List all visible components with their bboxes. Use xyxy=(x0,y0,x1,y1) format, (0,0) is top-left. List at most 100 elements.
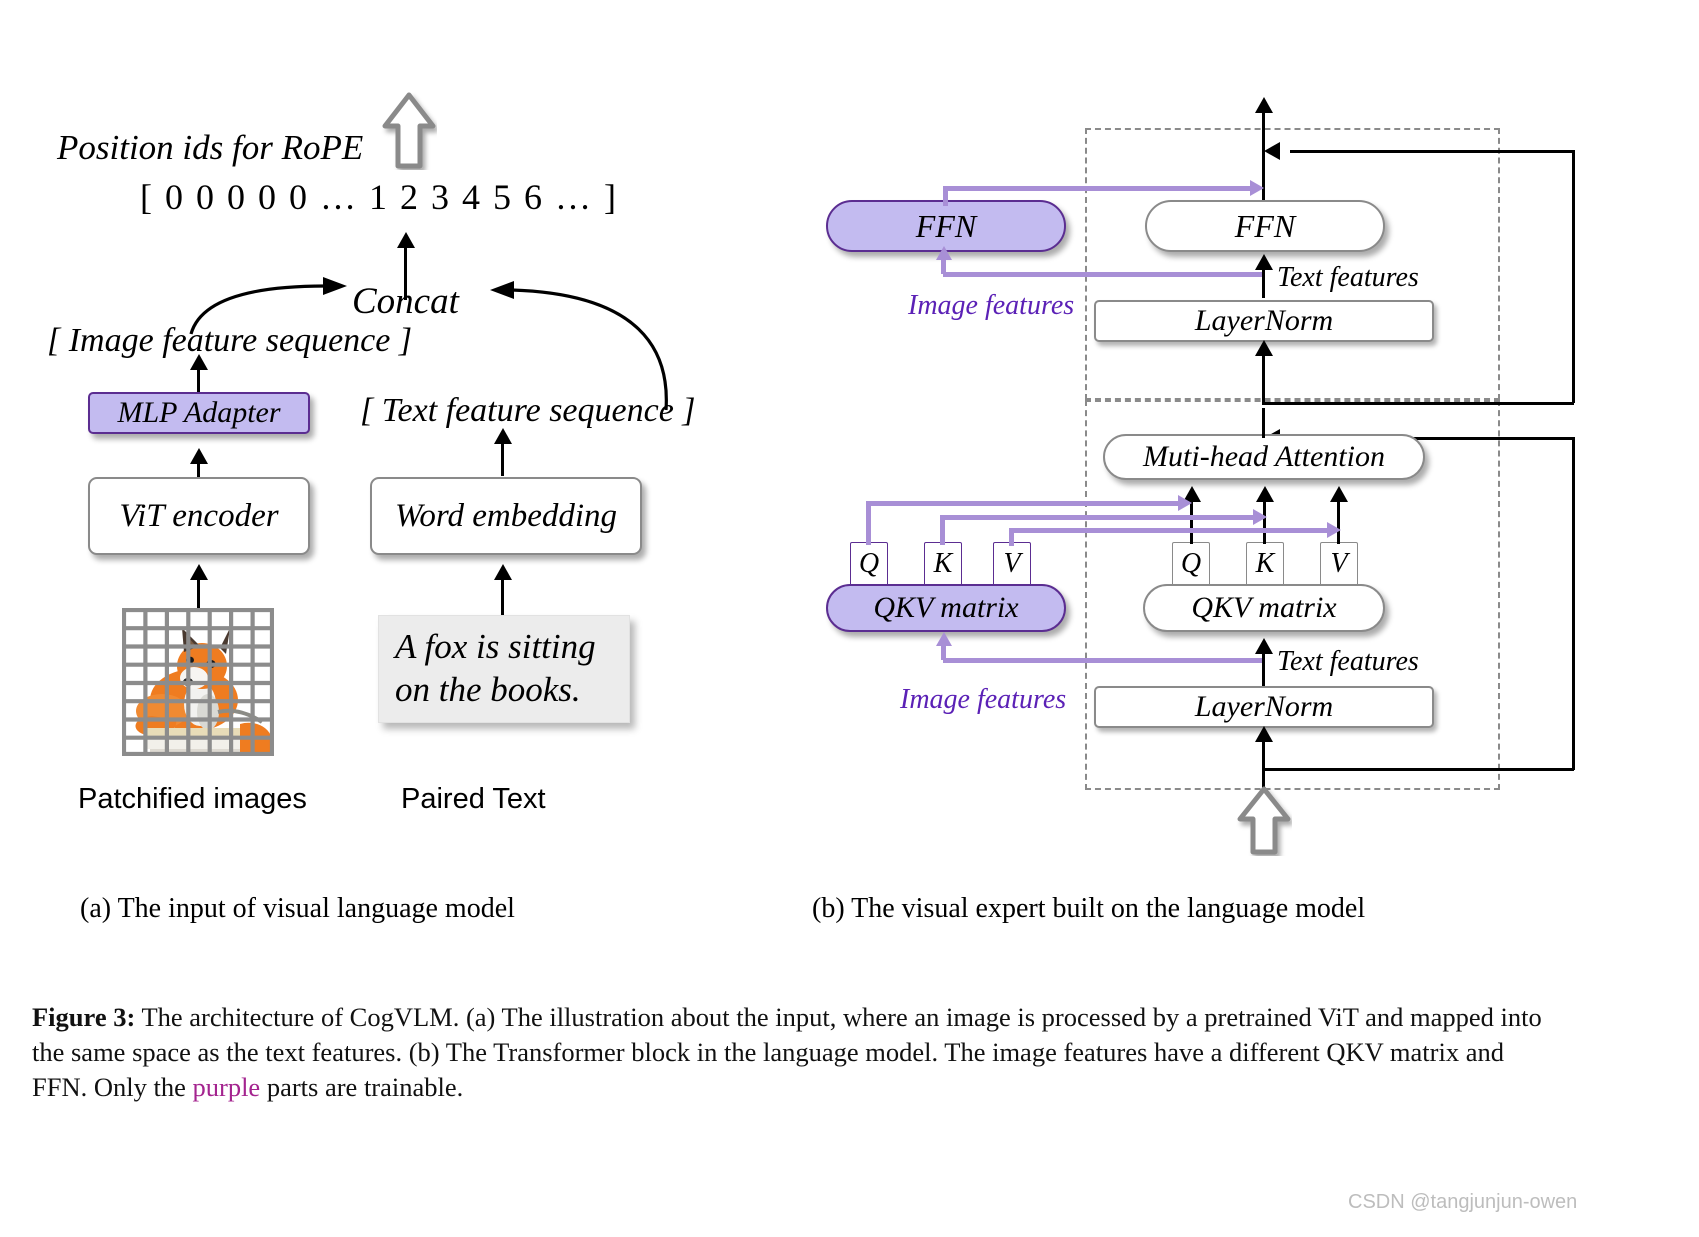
ffn-visual-label: FFN xyxy=(915,208,977,244)
word-embedding-label: Word embedding xyxy=(394,497,618,534)
image-seq-to-concat-arrow xyxy=(189,277,347,335)
ffn-visual-out-vertical xyxy=(943,188,948,206)
ln-bottom-to-qkv-text-arrowhead-icon xyxy=(1255,638,1273,654)
ffn-visual-node[interactable]: FFN xyxy=(826,200,1066,252)
block-input-arrowhead-icon xyxy=(1255,726,1273,742)
residual-lower-vertical xyxy=(1572,437,1575,770)
ln-bottom-to-qkv-text-line xyxy=(1262,652,1265,686)
residual-upper-arrowhead-icon xyxy=(1264,142,1280,160)
sample-text-line-1: A fox is sitting xyxy=(395,627,596,667)
qkv-matrix-text-node[interactable]: QKV matrix xyxy=(1143,584,1385,632)
layernorm-top-node[interactable]: LayerNorm xyxy=(1094,300,1434,342)
k-text-to-attn-arrowhead-icon xyxy=(1256,486,1274,502)
rope-output-arrow-icon xyxy=(381,92,437,170)
qkv-matrix-visual-label: QKV matrix xyxy=(873,591,1019,624)
block-output-arrowhead-icon xyxy=(1255,97,1273,113)
text-to-wordemb-arrowhead-icon xyxy=(494,564,512,580)
vit-encoder-label: ViT encoder xyxy=(119,497,279,534)
block-input-line xyxy=(1262,736,1265,792)
wordemb-to-textseq-line xyxy=(501,442,504,476)
k-visual-riser xyxy=(940,517,945,545)
text-features-label-bottom: Text features xyxy=(1277,646,1419,677)
ln-bottom-to-qkv-visual-arrowhead-icon xyxy=(936,632,952,646)
attention-output-line xyxy=(1262,408,1265,438)
figure-caption-purple-word: purple xyxy=(192,1072,261,1103)
ln-top-to-ffn-text-arrowhead-icon xyxy=(1255,254,1273,270)
qkv-matrix-text-label: QKV matrix xyxy=(1191,591,1337,624)
concat-label: Concat xyxy=(352,281,459,322)
ffn-text-node[interactable]: FFN xyxy=(1145,200,1385,252)
qkv-cell-visual-k-label: K xyxy=(933,548,953,579)
residual-lower-tap xyxy=(1262,768,1574,771)
figure-caption: Figure 3: The architecture of CogVLM. (a… xyxy=(32,1000,1562,1106)
q-visual-riser xyxy=(866,503,871,545)
word-embedding-node[interactable]: Word embedding xyxy=(370,477,642,555)
q-text-to-attn-line xyxy=(1190,500,1193,544)
panel-a-caption: (a) The input of visual language model xyxy=(80,893,515,924)
sample-text-line-2: on the books. xyxy=(395,670,581,709)
image-features-label-top: Image features xyxy=(908,290,1075,321)
q-visual-arrowhead-icon xyxy=(1178,495,1192,511)
layernorm-bottom-label: LayerNorm xyxy=(1194,690,1334,723)
block-input-big-arrow-icon xyxy=(1236,786,1292,856)
rope-label: Position ids for RoPE xyxy=(57,128,364,167)
figure-caption-text: The architecture of CogVLM. (a) The illu… xyxy=(32,1002,1542,1103)
patches-to-vit-line xyxy=(197,578,200,612)
ln-bottom-to-qkv-visual-vertical xyxy=(941,644,946,660)
patch-grid-overlay xyxy=(122,608,274,756)
residual-upper-vertical xyxy=(1572,150,1575,403)
qkv-cell-text-q-label: Q xyxy=(1180,548,1202,579)
block-output-line xyxy=(1262,110,1265,225)
k-visual-horizontal xyxy=(940,515,1256,520)
ln-top-input-line xyxy=(1262,350,1265,404)
text-to-wordemb-line xyxy=(501,578,504,616)
mlp-adapter-node[interactable]: MLP Adapter xyxy=(88,392,310,434)
vit-encoder-node[interactable]: ViT encoder xyxy=(88,477,310,555)
concat-to-ids-line xyxy=(404,245,407,300)
text-feature-sequence-label: [ Text feature sequence ] xyxy=(360,392,696,429)
qkv-cell-visual-k[interactable]: K xyxy=(924,542,962,586)
qkv-cell-text-k[interactable]: K xyxy=(1246,542,1284,586)
concat-to-ids-arrowhead-icon xyxy=(397,232,415,248)
ln-top-to-ffn-visual-horizontal xyxy=(943,272,1263,277)
mlp-to-imageseq-arrowhead-icon xyxy=(190,354,208,370)
ln-top-to-ffn-text-line xyxy=(1262,268,1265,298)
paired-text-card: A fox is sitting on the books. xyxy=(378,615,630,723)
qkv-cell-visual-q-label: Q xyxy=(858,548,880,579)
multi-head-attention-node[interactable]: Muti-head Attention xyxy=(1103,434,1425,480)
mlp-to-imageseq-line xyxy=(197,368,200,396)
transformer-ffn-subblock-boundary xyxy=(1085,128,1500,400)
transformer-attention-subblock-boundary xyxy=(1085,400,1500,790)
qkv-cell-visual-v-label: V xyxy=(1003,548,1021,579)
residual-lower-horizontal xyxy=(1290,437,1575,440)
wordemb-to-textseq-arrowhead-icon xyxy=(494,428,512,444)
qkv-cell-text-q[interactable]: Q xyxy=(1172,542,1210,586)
qkv-cell-visual-v[interactable]: V xyxy=(993,542,1031,586)
ln-bottom-to-qkv-visual-horizontal xyxy=(943,658,1263,663)
patchified-image xyxy=(122,608,274,756)
multi-head-attention-label: Muti-head Attention xyxy=(1143,440,1385,473)
qkv-cell-visual-q[interactable]: Q xyxy=(850,542,888,586)
v-visual-horizontal xyxy=(1009,528,1330,533)
image-feature-sequence-label: [ Image feature sequence ] xyxy=(47,322,413,359)
text-seq-to-concat-arrow xyxy=(490,281,668,411)
patchified-images-label: Patchified images xyxy=(78,783,307,815)
csdn-watermark: CSDN @tangjunjun-owen xyxy=(1348,1191,1578,1213)
paired-text-label: Paired Text xyxy=(401,783,546,815)
qkv-cell-text-v[interactable]: V xyxy=(1320,542,1358,586)
layernorm-bottom-node[interactable]: LayerNorm xyxy=(1094,686,1434,728)
q-visual-horizontal xyxy=(866,501,1181,506)
ln-top-to-ffn-visual-arrowhead-icon xyxy=(936,246,952,260)
vit-to-mlp-arrowhead-icon xyxy=(190,448,208,464)
residual-upper-horizontal xyxy=(1290,150,1575,153)
v-visual-arrowhead-icon xyxy=(1327,522,1341,538)
residual-upper-tap xyxy=(1262,402,1574,405)
qkv-matrix-visual-node[interactable]: QKV matrix xyxy=(826,584,1066,632)
figure-caption-tail: parts are trainable. xyxy=(260,1072,464,1103)
ffn-text-label: FFN xyxy=(1234,208,1296,244)
position-ids-sequence: [ 0 0 0 0 0 … 1 2 3 4 5 6 … ] xyxy=(140,177,618,217)
figure-caption-label: Figure 3: xyxy=(32,1002,136,1032)
qkv-cell-text-k-label: K xyxy=(1255,548,1275,579)
layernorm-top-label: LayerNorm xyxy=(1194,304,1334,337)
text-features-label-top: Text features xyxy=(1277,262,1419,293)
